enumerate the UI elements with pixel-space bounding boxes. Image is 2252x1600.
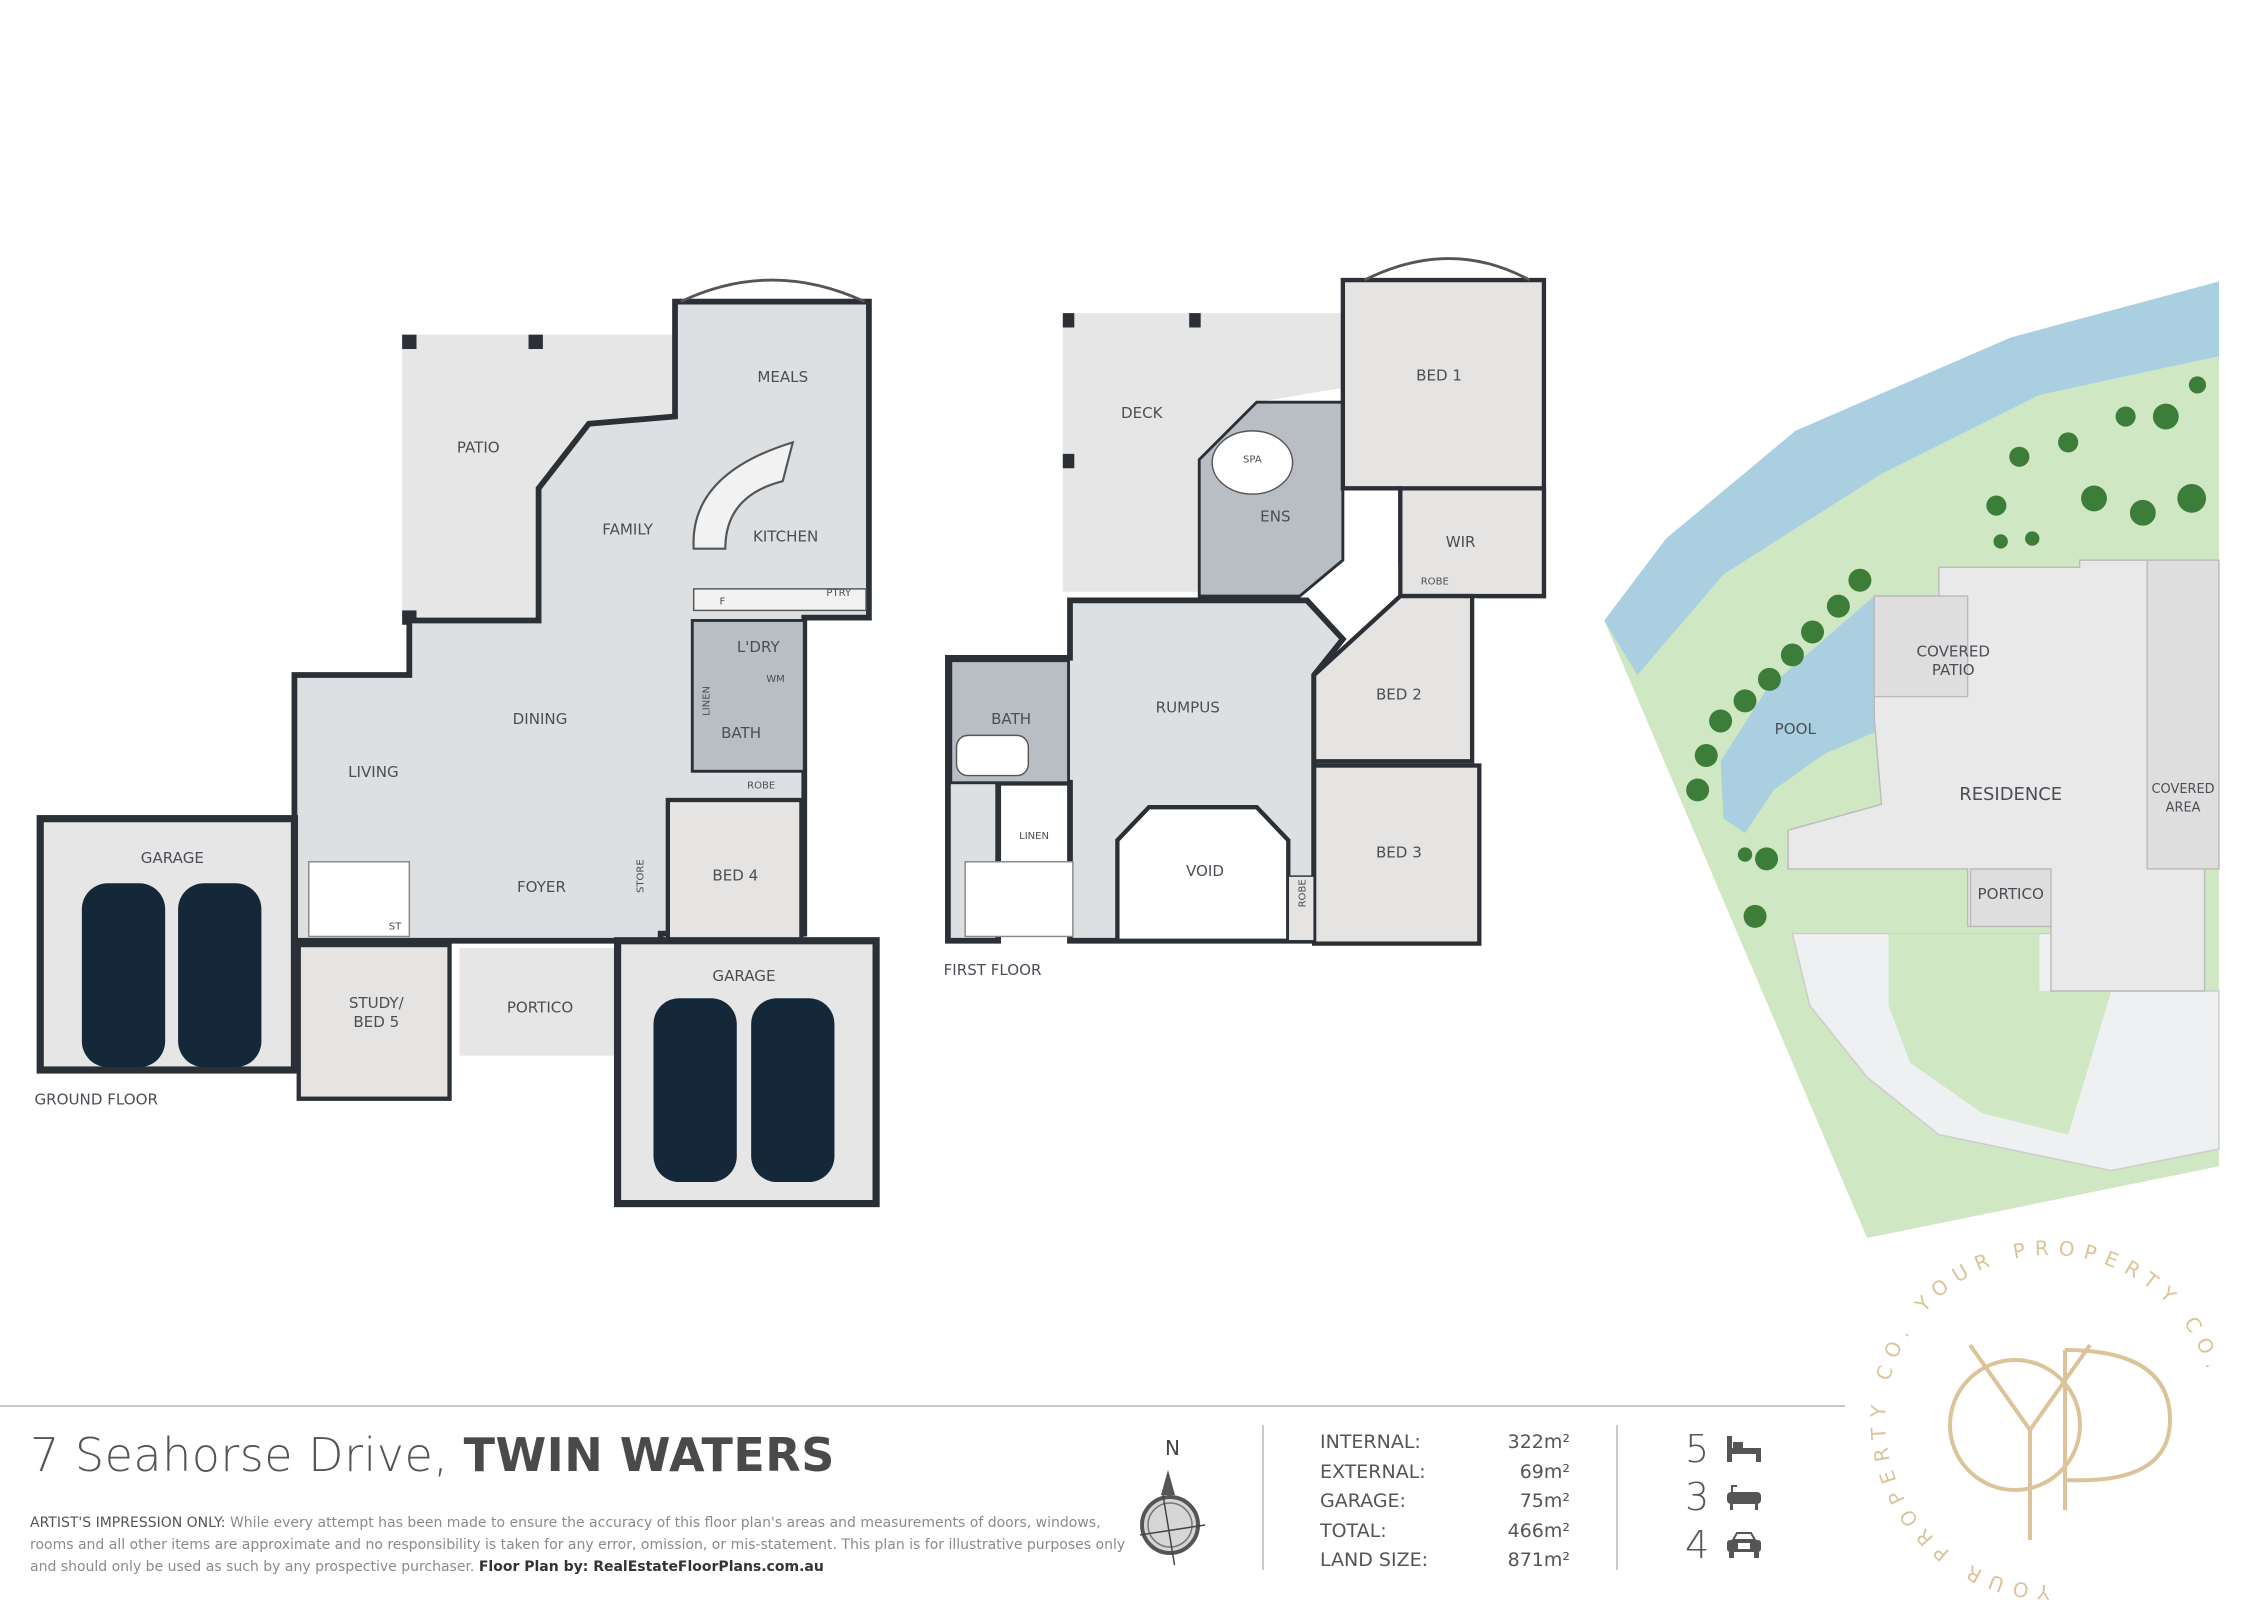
footer-separator: [1616, 1425, 1618, 1570]
bath-icon: [1727, 1485, 1761, 1510]
room-label-laundry: L'DRY: [737, 638, 781, 656]
room-label-living: LIVING: [348, 763, 399, 781]
bathroom-count: 3: [1685, 1473, 1763, 1521]
first-floor: DECK SPA ENS BED 1 WIR ROBE BED 2 BATH R…: [944, 257, 1547, 979]
room-label-bed3: BED 3: [1376, 843, 1422, 861]
room-label-spa: SPA: [1243, 454, 1262, 465]
site-label-pool: POOL: [1775, 720, 1817, 738]
pool: [1720, 596, 1875, 834]
site-label-portico: PORTICO: [1978, 885, 2045, 903]
parking-count: 4: [1685, 1521, 1763, 1569]
site-label-residence: RESIDENCE: [1959, 784, 2062, 805]
room-label-garage-right: GARAGE: [712, 967, 775, 985]
feature-counts: 5 3 4: [1685, 1425, 1763, 1569]
stat-total: TOTAL:466m²: [1320, 1519, 1570, 1542]
ground-floor-interior: [291, 298, 872, 944]
site-label-covered-area: COVERED: [2152, 782, 2215, 797]
disclaimer-lead: ARTIST'S IMPRESSION ONLY:: [30, 1515, 226, 1531]
stat-land-size: LAND SIZE:871m²: [1320, 1549, 1570, 1571]
car-icon: [653, 998, 737, 1183]
room-label-bath: BATH: [721, 724, 761, 742]
ground-floor-caption: GROUND FLOOR: [34, 1090, 158, 1108]
room-label-bath-first: BATH: [991, 710, 1031, 728]
footer-divider: [0, 1405, 1845, 1407]
deck-area: [1062, 313, 1343, 592]
stat-garage: GARAGE:75m²: [1320, 1490, 1570, 1512]
area-stats: INTERNAL:322m² EXTERNAL:69m² GARAGE:75m²…: [1320, 1428, 1570, 1576]
property-address: 7 Seahorse Drive, TWIN WATERS: [30, 1428, 835, 1482]
room-label-portico: PORTICO: [507, 999, 574, 1017]
room-label-bed5: BED 5: [353, 1013, 399, 1031]
site-label-covered-patio: COVERED: [1916, 642, 1990, 660]
first-floor-caption: FIRST FLOOR: [944, 961, 1042, 979]
address-street: 7 Seahorse Drive,: [30, 1428, 449, 1482]
room-label-bed1: BED 1: [1416, 367, 1462, 385]
room-label-deck: DECK: [1121, 404, 1164, 422]
car-icon: [1727, 1532, 1761, 1558]
room-label-kitchen: KITCHEN: [753, 527, 818, 545]
room-label-bed4: BED 4: [712, 866, 758, 884]
kitchen-bench: [692, 440, 795, 550]
your-property-co-logo: YOUR PROPERTY CO. YOUR PROPERTY CO.: [1870, 1240, 2228, 1600]
room-label-family: FAMILY: [602, 520, 653, 538]
bed-icon: [1727, 1436, 1761, 1462]
compass-icon: N: [1139, 1436, 1206, 1565]
room-label-pantry: PTRY: [826, 588, 852, 599]
floorplan-credit: Floor Plan by: RealEstateFloorPlans.com.…: [478, 1559, 824, 1575]
compass-north-label: N: [1165, 1436, 1180, 1460]
site-plan: COVERED PATIO POOL RESIDENCE COVERED ARE…: [1604, 281, 2220, 1239]
stairs: [308, 861, 411, 938]
site-label-covered-patio-2: PATIO: [1932, 661, 1975, 679]
portico-area: [459, 947, 618, 1056]
room-label-robe1: ROBE: [1421, 577, 1449, 588]
study-room: [296, 942, 452, 1101]
room-label-garage-left: GARAGE: [141, 849, 204, 867]
stat-internal: INTERNAL:322m²: [1320, 1431, 1570, 1453]
bed2-room: [1311, 593, 1475, 764]
disclaimer-body: While every attempt has been made to ens…: [30, 1515, 1126, 1575]
bed3-room: [1311, 763, 1482, 946]
room-label-patio: PATIO: [457, 438, 500, 456]
room-label-meals: MEALS: [757, 368, 808, 386]
room-label-robe2: ROBE: [1298, 879, 1309, 907]
room-label-rumpus: RUMPUS: [1156, 698, 1220, 716]
room-label-st: ST: [389, 921, 402, 932]
room-label-robe: ROBE: [747, 781, 775, 792]
room-label-linen-first: LINEN: [1019, 831, 1049, 842]
room-label-wir: WIR: [1446, 533, 1476, 551]
wet-areas-ground: [690, 619, 806, 773]
bedroom-count: 5: [1685, 1425, 1763, 1473]
room-label-store: STORE: [635, 859, 646, 893]
room-label-fridge: F: [720, 597, 726, 608]
car-icon: [81, 883, 166, 1068]
footer-separator: [1262, 1425, 1264, 1570]
room-label-ens: ENS: [1260, 507, 1290, 525]
room-label-bed2: BED 2: [1376, 685, 1422, 703]
disclaimer: ARTIST'S IMPRESSION ONLY: While every at…: [30, 1512, 1130, 1578]
address-suburb: TWIN WATERS: [463, 1428, 835, 1482]
svg-text:YOUR PROPERTY CO. YOUR PROPERT: YOUR PROPERTY CO. YOUR PROPERTY CO.: [1870, 1240, 2228, 1600]
logo-monogram: [1948, 1343, 2173, 1540]
logo-ring-text: YOUR PROPERTY CO. YOUR PROPERTY CO.: [1870, 1240, 2219, 1600]
room-label-dining: DINING: [513, 710, 568, 728]
room-label-wm: WM: [766, 674, 785, 685]
room-label-linen: LINEN: [701, 686, 712, 716]
patio-area: [402, 334, 676, 621]
waterway: [1604, 281, 2219, 676]
trees: [1686, 376, 2207, 928]
site-label-covered-area-2: AREA: [2166, 800, 2201, 815]
room-label-study: STUDY/: [349, 994, 405, 1012]
stairs-first: [964, 861, 1074, 938]
stat-external: EXTERNAL:69m²: [1320, 1460, 1570, 1483]
car-icon: [751, 998, 835, 1183]
room-label-void: VOID: [1186, 862, 1224, 880]
room-label-foyer: FOYER: [517, 878, 566, 896]
ground-floor: PATIO MEALS FAMILY KITCHEN F PTRY L'DRY …: [34, 278, 880, 1208]
car-icon: [178, 883, 262, 1068]
cars: [81, 883, 835, 1183]
spa-bath: [1211, 430, 1294, 495]
